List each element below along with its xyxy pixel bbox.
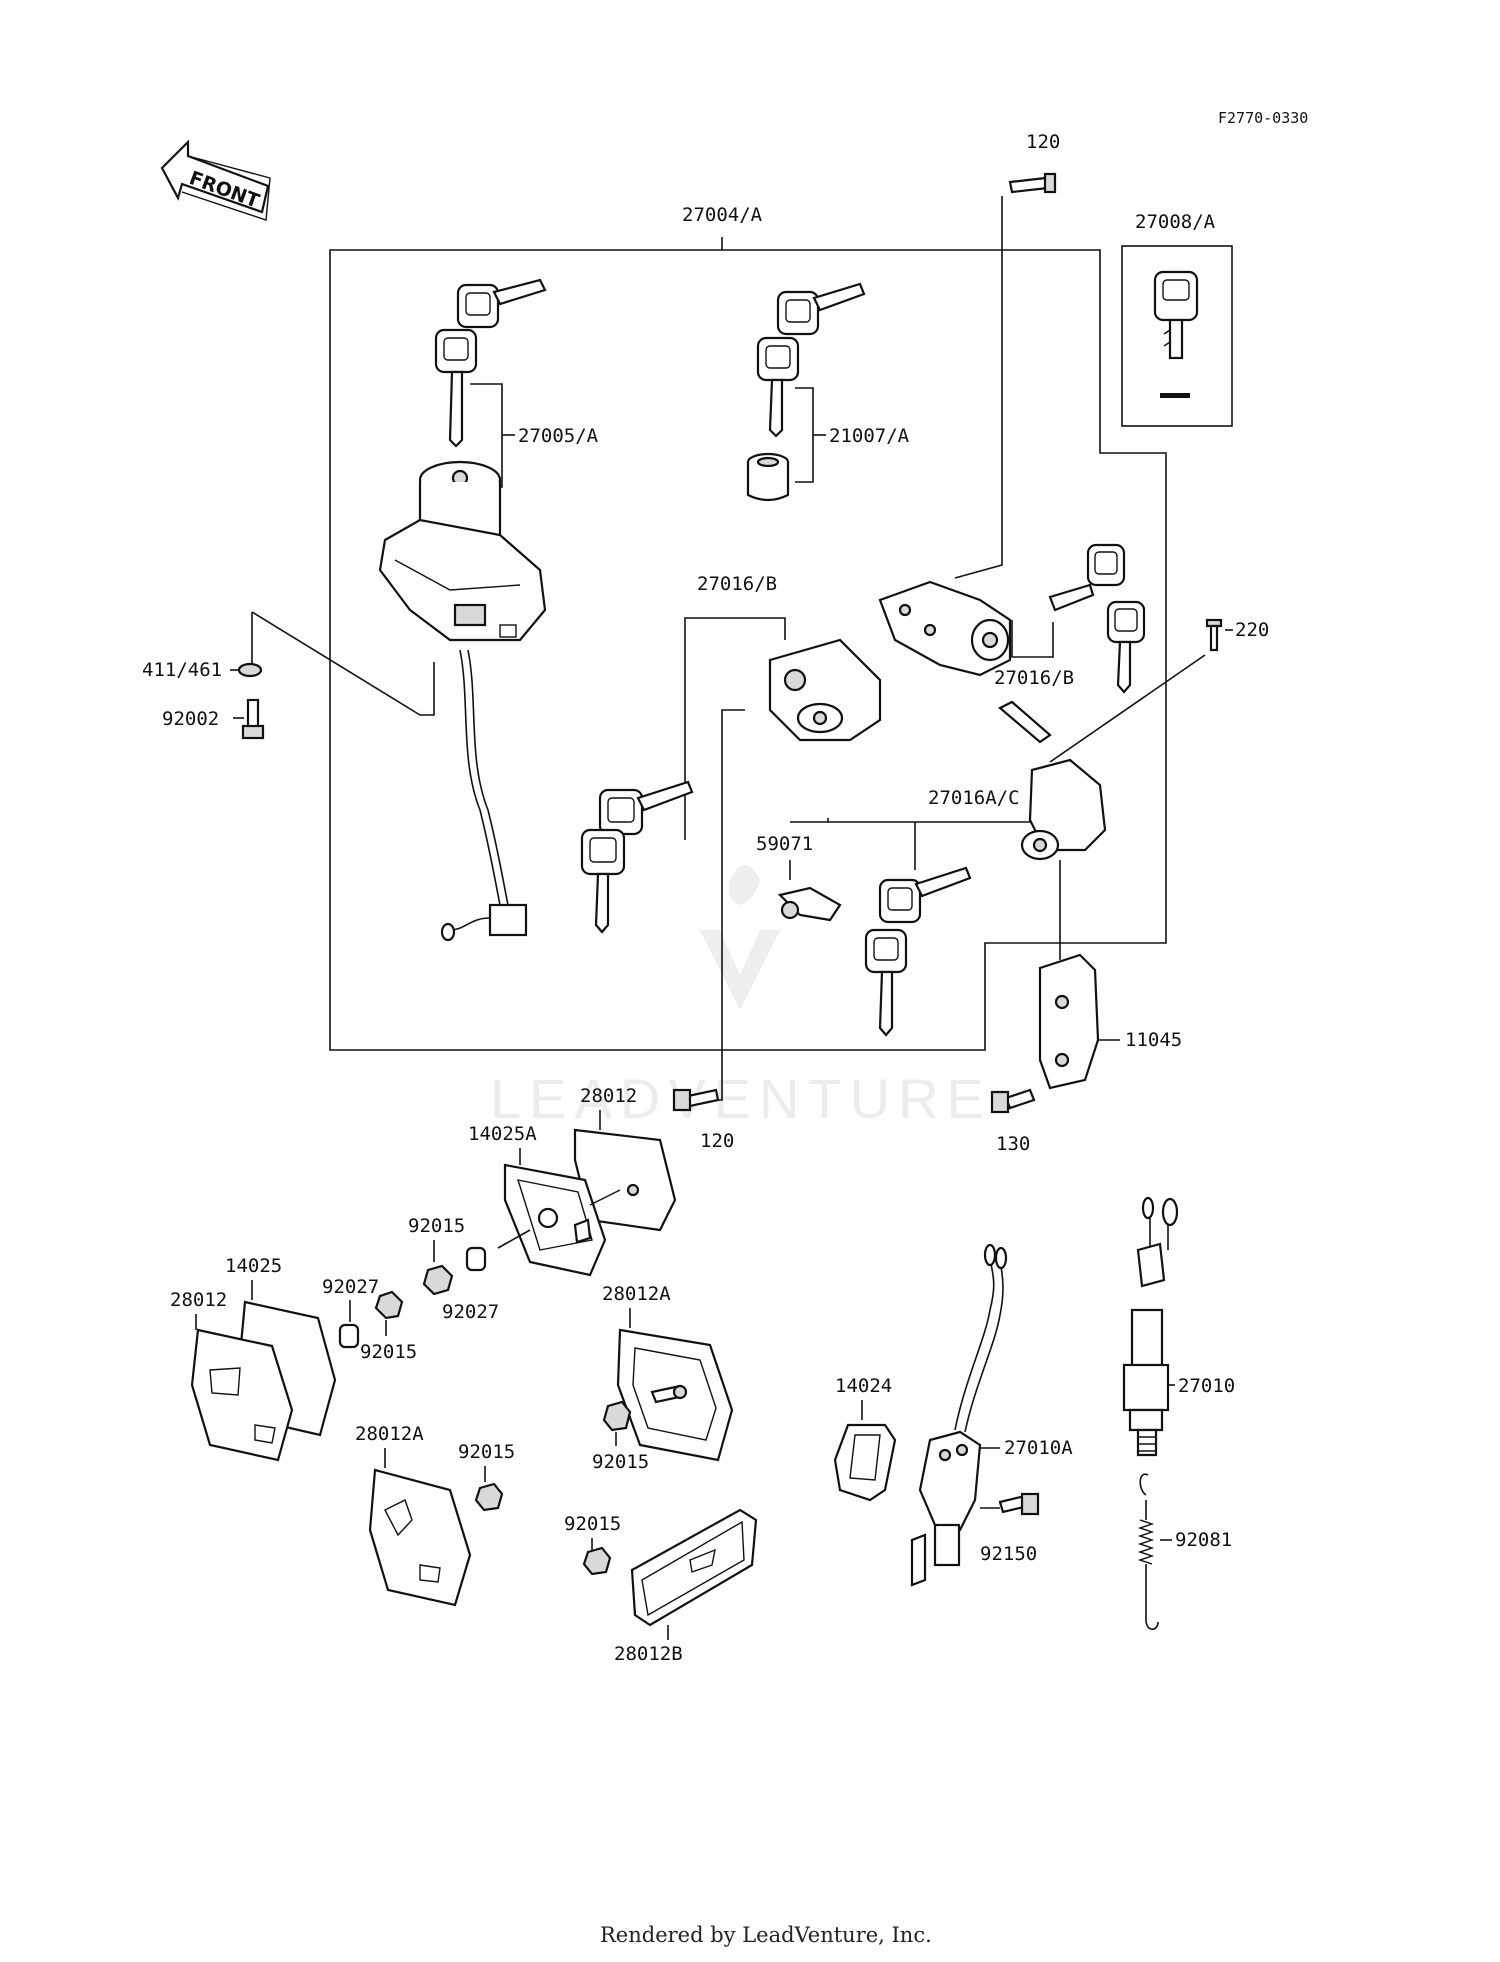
callout-21007A: 21007/A	[829, 425, 910, 447]
callout-92027-1: 92027	[442, 1301, 499, 1323]
key-blank: 27008/A	[1121, 211, 1233, 427]
callout-92015-5: 92015	[564, 1513, 621, 1535]
callout-28012-left: 28012	[170, 1289, 227, 1311]
footer-credit: Rendered by LeadVenture, Inc.	[600, 1923, 932, 1947]
callout-28012-top: 28012	[580, 1085, 637, 1107]
callout-220: 220	[1235, 619, 1269, 641]
ignition-switch: 27005/A	[378, 278, 599, 942]
bracket-11045: 11045 130 120	[672, 709, 1182, 1155]
callout-27008A: 27008/A	[1135, 211, 1216, 233]
bolt-120-top: 120	[954, 131, 1060, 579]
callout-27010: 27010	[1178, 1375, 1235, 1397]
callout-27010A: 27010A	[1004, 1437, 1073, 1459]
switch-27010A: 14024 27010A 92150	[833, 1243, 1073, 1587]
callout-14025: 14025	[225, 1255, 282, 1277]
callout-411-461: 411/461	[142, 659, 222, 681]
ignition-set-outline: 27004/A	[329, 204, 1167, 1051]
callout-92150: 92150	[980, 1543, 1037, 1565]
callout-92015-2: 92015	[360, 1341, 417, 1363]
callout-28012B: 28012B	[614, 1643, 683, 1665]
callout-27016AC: 27016A/C	[928, 787, 1020, 809]
screw-220: 220	[1049, 618, 1269, 763]
callout-92002: 92002	[162, 708, 219, 730]
watermark-text: LEADVENTURE	[490, 1067, 992, 1130]
reflector-left: 14025 92027 92015 28012	[170, 1255, 417, 1462]
callout-92015-4: 92015	[458, 1441, 515, 1463]
fasteners-top: 92015 92027	[408, 1215, 499, 1323]
callout-92015-1: 92015	[408, 1215, 465, 1237]
reflector-a-mid: 28012A 92015	[592, 1283, 734, 1473]
reflector-b: 92015 28012B	[564, 1508, 758, 1665]
reflector-top: 28012 14025A	[468, 1085, 677, 1277]
lock-27016AC: 27016A/C 59071	[756, 700, 1107, 1037]
callout-28012A-mid: 28012A	[602, 1283, 671, 1305]
front-arrow-icon	[160, 139, 270, 214]
callout-92015-3: 92015	[592, 1451, 649, 1473]
callout-14025A: 14025A	[468, 1123, 537, 1145]
callout-27004A: 27004/A	[682, 204, 763, 226]
lock-27016B: 27016/B	[580, 573, 882, 934]
callout-27016B-right: 27016/B	[994, 667, 1074, 689]
washer-and-bolt: 411/461 92002	[142, 611, 435, 740]
lock-27016B-right: 27016/B	[878, 543, 1146, 694]
watermark-logo	[700, 865, 780, 1010]
callout-92081: 92081	[1175, 1529, 1232, 1551]
callout-120-top: 120	[1026, 131, 1060, 153]
callout-130: 130	[996, 1133, 1030, 1155]
watermark: LEADVENTURE	[490, 865, 992, 1130]
callout-27016B: 27016/B	[697, 573, 777, 595]
callout-11045: 11045	[1125, 1029, 1182, 1051]
seat-lock: 21007/A	[746, 282, 910, 502]
front-arrow: FRONT	[160, 139, 271, 221]
callout-14024: 14024	[835, 1375, 892, 1397]
brake-switch: 27010 92081	[1122, 1196, 1235, 1631]
callout-27005A: 27005/A	[518, 425, 599, 447]
callout-28012A-left: 28012A	[355, 1423, 424, 1445]
callout-92027-2: 92027	[322, 1276, 379, 1298]
diagram-code: F2770-0330	[1218, 109, 1308, 127]
callout-59071: 59071	[756, 833, 813, 855]
reflector-a-left: 28012A 92015	[355, 1423, 515, 1607]
callout-120-mid: 120	[700, 1130, 734, 1152]
